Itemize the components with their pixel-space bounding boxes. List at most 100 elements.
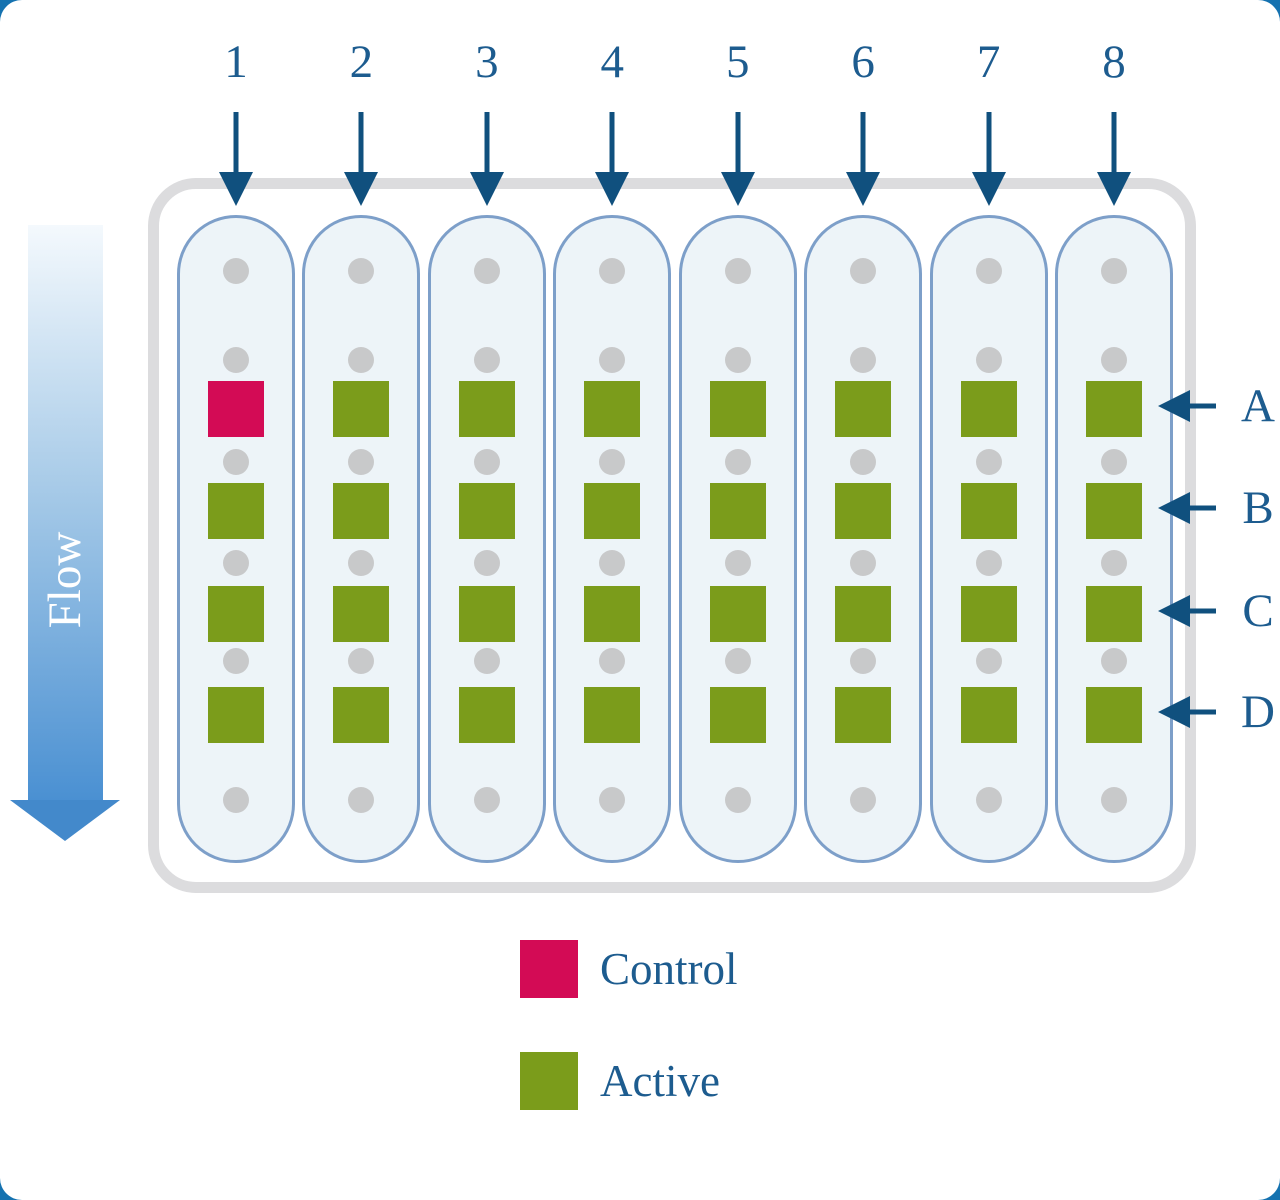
column-number-label: 1 xyxy=(224,36,248,88)
column-number-label: 5 xyxy=(725,36,750,88)
well-square-active xyxy=(584,381,641,437)
guide-dot xyxy=(473,550,500,576)
guide-dot xyxy=(348,347,375,373)
row-pointer-arrow-icon xyxy=(1158,390,1216,422)
strip-capsule xyxy=(1055,215,1173,863)
guide-dot xyxy=(724,449,751,475)
guide-dot xyxy=(975,648,1002,674)
well-square-active xyxy=(208,483,264,539)
column-inlet-arrow-icon xyxy=(971,112,1006,206)
well-square-active xyxy=(835,381,892,437)
guide-dot xyxy=(850,550,877,576)
well-square-active xyxy=(584,687,641,743)
guide-dot xyxy=(1101,787,1127,813)
well-square-active xyxy=(458,687,515,743)
guide-dot xyxy=(1101,550,1127,576)
guide-dot xyxy=(223,648,249,674)
well-square-active xyxy=(1086,483,1142,539)
well-square-active xyxy=(835,483,892,539)
guide-dot xyxy=(223,347,249,373)
column-inlet-arrow-icon xyxy=(720,112,755,206)
column-inlet-arrow-icon xyxy=(846,112,881,206)
row-pointer-arrow-icon xyxy=(1158,595,1216,627)
row-letter-label: B xyxy=(1242,482,1274,534)
row-pointer-arrow-icon xyxy=(1158,696,1216,728)
guide-dot xyxy=(599,550,626,576)
guide-dot xyxy=(223,449,249,475)
guide-dot xyxy=(724,550,751,576)
guide-dot xyxy=(599,787,626,813)
guide-dot xyxy=(599,449,626,475)
column-number-label: 6 xyxy=(851,36,875,88)
well-square-active xyxy=(1086,687,1142,743)
guide-dot xyxy=(850,449,877,475)
legend-label-control: Control xyxy=(600,944,738,994)
guide-dot xyxy=(473,787,500,813)
guide-dot xyxy=(223,550,249,576)
strip-capsule xyxy=(427,215,546,863)
guide-dot xyxy=(724,648,751,674)
column-number-label: 7 xyxy=(976,36,1001,88)
column-inlet-arrow-icon xyxy=(219,112,253,206)
guide-dot xyxy=(348,449,375,475)
guide-dot xyxy=(473,449,500,475)
well-square-active xyxy=(584,586,641,642)
guide-dot xyxy=(975,449,1002,475)
flow-label: Flow xyxy=(39,531,91,629)
guide-dot xyxy=(1101,449,1127,475)
strip-capsule xyxy=(302,215,421,863)
column-number-label: 8 xyxy=(1102,36,1126,88)
guide-dot xyxy=(975,550,1002,576)
strip-capsule xyxy=(678,215,797,863)
well-square-active xyxy=(960,381,1017,437)
well-square-active xyxy=(333,586,390,642)
well-square-active xyxy=(835,586,892,642)
well-square-active xyxy=(458,381,515,437)
well-square-active xyxy=(960,586,1017,642)
guide-dot xyxy=(473,258,500,284)
well-square-active xyxy=(835,687,892,743)
column-number-label: 4 xyxy=(600,36,625,88)
well-square-active xyxy=(709,586,766,642)
well-square-active xyxy=(709,687,766,743)
row-pointer-arrow-icon xyxy=(1158,492,1216,524)
guide-dot xyxy=(1101,648,1127,674)
column-inlet-arrow-icon xyxy=(1097,112,1131,206)
guide-dot xyxy=(599,347,626,373)
guide-dot xyxy=(975,347,1002,373)
guide-dot xyxy=(850,258,877,284)
well-square-active xyxy=(208,687,264,743)
well-square-active xyxy=(584,483,641,539)
flow-arrow-shaft xyxy=(28,225,103,801)
guide-dot xyxy=(599,648,626,674)
column-inlet-arrow-icon xyxy=(344,112,379,206)
flow-arrow-head xyxy=(10,800,120,841)
well-square-active xyxy=(458,483,515,539)
strip-capsule xyxy=(177,215,295,863)
well-square-active xyxy=(333,483,390,539)
guide-dot xyxy=(850,347,877,373)
guide-dot xyxy=(223,787,249,813)
legend-swatch-control xyxy=(520,940,578,998)
strip-capsule xyxy=(553,215,672,863)
guide-dot xyxy=(975,787,1002,813)
well-square-active xyxy=(458,586,515,642)
column-inlet-arrow-icon xyxy=(595,112,630,206)
well-square-active xyxy=(1086,586,1142,642)
guide-dot xyxy=(850,648,877,674)
guide-dot xyxy=(348,648,375,674)
guide-dot xyxy=(724,787,751,813)
strip-capsule xyxy=(929,215,1048,863)
guide-dot xyxy=(1101,258,1127,284)
well-square-active xyxy=(333,381,390,437)
guide-dot xyxy=(223,258,249,284)
guide-dot xyxy=(724,258,751,284)
guide-dot xyxy=(850,787,877,813)
guide-dot xyxy=(348,258,375,284)
row-letter-label: D xyxy=(1241,686,1275,738)
well-square-active xyxy=(960,483,1017,539)
guide-dot xyxy=(599,258,626,284)
guide-dot xyxy=(1101,347,1127,373)
well-square-control xyxy=(208,381,264,437)
